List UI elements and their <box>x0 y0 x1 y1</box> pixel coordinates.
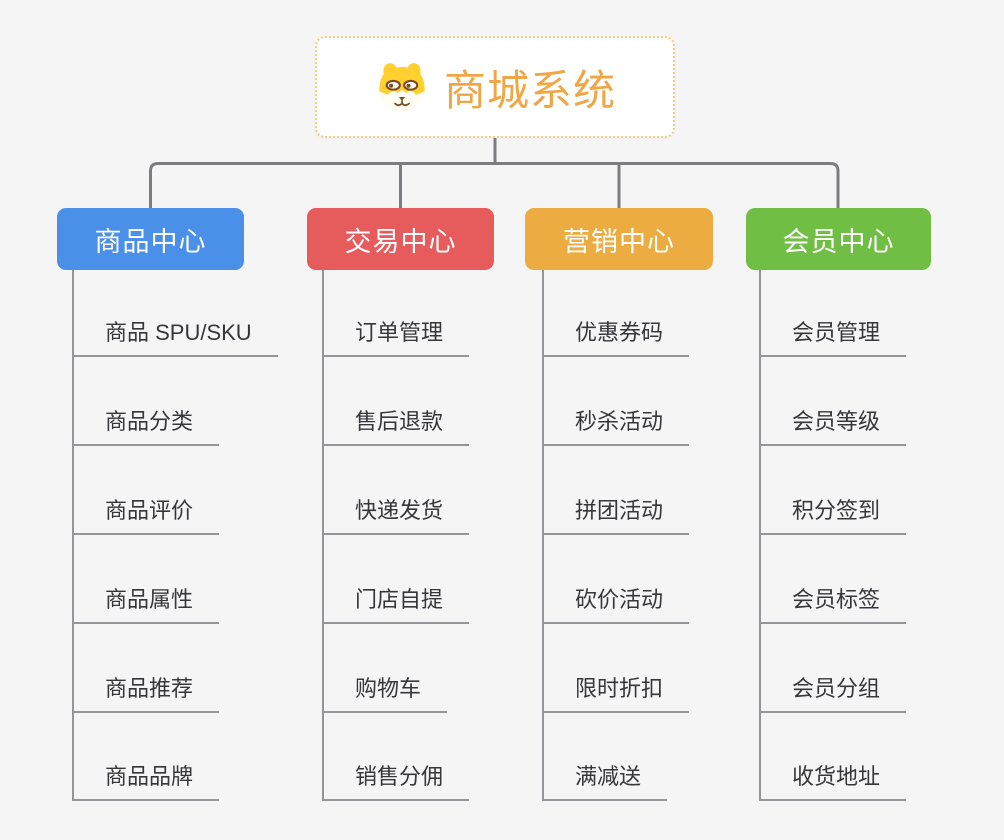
leaf-topic[interactable]: 满减送 <box>542 762 668 801</box>
leaf-topic[interactable]: 商品分类 <box>72 407 220 446</box>
branch-trunk-line <box>322 270 324 801</box>
leaf-topic[interactable]: 商品属性 <box>72 585 220 624</box>
branch-trunk-line <box>759 270 761 801</box>
leaf-topic[interactable]: 秒杀活动 <box>542 407 690 446</box>
leaf-topic[interactable]: 商品推荐 <box>72 674 220 713</box>
leaf-topic[interactable]: 门店自提 <box>322 585 470 624</box>
leaf-topic[interactable]: 商品品牌 <box>72 762 220 801</box>
leaf-topic[interactable]: 砍价活动 <box>542 585 690 624</box>
branch-trunk-line <box>72 270 74 801</box>
bus-line <box>149 162 840 208</box>
dog-icon <box>379 63 425 113</box>
leaf-topic[interactable]: 会员分组 <box>759 674 907 713</box>
branch-label: 营销中心 <box>563 226 675 257</box>
root-title: 商城系统 <box>443 66 616 114</box>
leaf-topic[interactable]: 积分签到 <box>759 496 907 535</box>
leaf-topic[interactable]: 购物车 <box>322 674 448 713</box>
branch-box-trade[interactable]: 交易中心 <box>307 208 494 270</box>
leaf-topic[interactable]: 快递发货 <box>322 496 470 535</box>
root-node[interactable]: 商城系统 <box>315 36 675 138</box>
branch-box-members[interactable]: 会员中心 <box>746 208 931 270</box>
leaf-topic[interactable]: 售后退款 <box>322 407 470 446</box>
branch-box-marketing[interactable]: 营销中心 <box>525 208 713 270</box>
branch-label: 交易中心 <box>344 226 457 257</box>
branch-label: 会员中心 <box>782 226 895 257</box>
leaf-topic[interactable]: 优惠券码 <box>542 318 690 357</box>
leaf-topic[interactable]: 商品 SPU/SKU <box>72 318 278 357</box>
branch-trunk-line <box>542 270 544 801</box>
branch-box-products[interactable]: 商品中心 <box>57 208 244 270</box>
leaf-topic[interactable]: 商品评价 <box>72 496 220 535</box>
leaf-topic[interactable]: 会员管理 <box>759 318 907 357</box>
leaf-topic[interactable]: 收货地址 <box>759 762 907 801</box>
leaf-topic[interactable]: 会员等级 <box>759 407 907 446</box>
leaf-topic[interactable]: 会员标签 <box>759 585 907 624</box>
leaf-topic[interactable]: 拼团活动 <box>542 496 690 535</box>
leaf-topic[interactable]: 销售分佣 <box>322 762 470 801</box>
leaf-topic[interactable]: 限时折扣 <box>542 674 690 713</box>
branch-label: 商品中心 <box>94 226 207 257</box>
leaf-topic[interactable]: 订单管理 <box>322 318 470 357</box>
